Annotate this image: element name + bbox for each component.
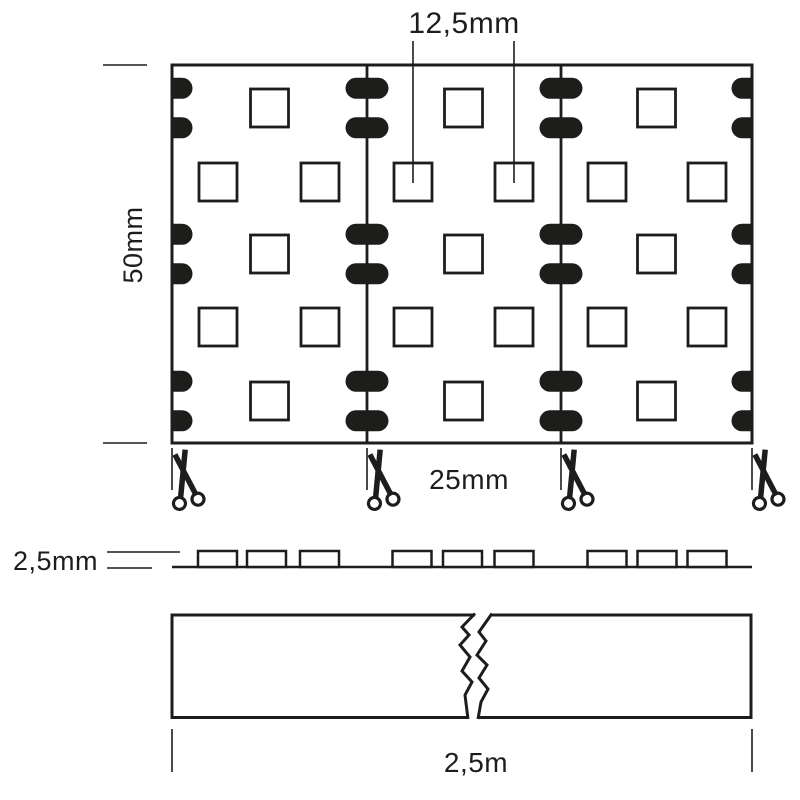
scissors-handle bbox=[579, 491, 595, 507]
scissors-handle bbox=[171, 495, 188, 512]
solder-pad-half bbox=[172, 223, 193, 245]
profile-led bbox=[298, 549, 341, 569]
dimension-reel-length: 2,5m bbox=[171, 729, 753, 778]
solder-pad bbox=[345, 370, 389, 392]
scissors-blade bbox=[172, 453, 199, 497]
scissors-blade bbox=[561, 453, 588, 497]
led-chip bbox=[443, 380, 484, 422]
profile-led bbox=[441, 549, 484, 569]
dimension-label-reel-length: 2,5m bbox=[444, 747, 508, 778]
break-zigzag-left bbox=[458, 612, 477, 720]
profile-led bbox=[391, 549, 433, 569]
solder-pad bbox=[539, 263, 583, 285]
scissors-icon bbox=[560, 449, 595, 512]
solder-pad bbox=[345, 117, 389, 139]
reel-outline-right bbox=[478, 613, 753, 719]
profile-led bbox=[686, 549, 728, 569]
dimension-label-led-pitch: 12,5mm bbox=[408, 7, 519, 40]
led-chip bbox=[299, 306, 341, 348]
dimension-strip-width: 50mm bbox=[103, 64, 148, 444]
led-chip bbox=[249, 380, 290, 422]
solder-pad bbox=[345, 263, 389, 285]
scissors-blade bbox=[752, 453, 779, 497]
led-chip bbox=[392, 306, 434, 348]
profile-led bbox=[586, 549, 628, 569]
scissors-handle bbox=[385, 491, 401, 507]
solder-pad-half bbox=[731, 77, 752, 99]
cut-indicators bbox=[171, 448, 786, 512]
led-chip bbox=[197, 306, 239, 348]
dimension-label-strip-thickness: 2,5mm bbox=[13, 546, 98, 576]
strip-side-view: 2,5mm bbox=[13, 546, 752, 576]
led-chip bbox=[586, 161, 628, 203]
led-chip bbox=[249, 233, 290, 275]
profile-leds bbox=[196, 549, 728, 569]
solder-pad-half bbox=[172, 77, 193, 99]
solder-pad-half bbox=[172, 410, 193, 432]
led-chip bbox=[636, 380, 677, 422]
led-chip bbox=[636, 233, 677, 275]
solder-pad bbox=[345, 77, 389, 99]
led-chip bbox=[299, 161, 341, 203]
scissors-handle bbox=[366, 495, 383, 512]
scissors-handle bbox=[190, 491, 206, 507]
scissors-handle bbox=[560, 495, 577, 512]
solder-pad-half bbox=[731, 117, 752, 139]
solder-pad-half bbox=[172, 263, 193, 285]
break-zigzag-right bbox=[475, 612, 494, 720]
led-chip bbox=[197, 161, 239, 203]
scissors-icon bbox=[171, 449, 206, 512]
solder-pads bbox=[172, 77, 752, 432]
profile-led bbox=[196, 549, 239, 569]
solder-pad bbox=[539, 410, 583, 432]
led-strip-top-view bbox=[170, 63, 754, 445]
solder-pad bbox=[539, 223, 583, 245]
led-chip bbox=[586, 306, 628, 348]
dimension-segment-length: 25mm bbox=[429, 464, 509, 495]
solder-pad bbox=[539, 77, 583, 99]
reel-outline-left bbox=[170, 613, 475, 719]
led-chip bbox=[686, 161, 728, 203]
led-chips bbox=[197, 87, 728, 422]
solder-pad-half bbox=[731, 370, 752, 392]
solder-pad-half bbox=[731, 410, 752, 432]
solder-pad bbox=[539, 117, 583, 139]
profile-led bbox=[493, 549, 535, 569]
led-chip bbox=[493, 306, 535, 348]
solder-pad-half bbox=[172, 370, 193, 392]
led-chip bbox=[443, 233, 484, 275]
led-chip bbox=[443, 87, 484, 129]
solder-pad bbox=[345, 223, 389, 245]
profile-led bbox=[636, 549, 678, 569]
dimension-label-segment-length: 25mm bbox=[429, 464, 509, 495]
scissors-handle bbox=[751, 495, 768, 512]
profile-led bbox=[245, 549, 288, 569]
dimension-strip-thickness: 2,5mm bbox=[13, 546, 180, 576]
reel-length-view: 2,5m bbox=[170, 612, 753, 778]
solder-pad-half bbox=[731, 223, 752, 245]
dimension-label-strip-width: 50mm bbox=[118, 206, 148, 283]
dimension-led-pitch: 12,5mm bbox=[408, 7, 519, 183]
solder-pad-half bbox=[731, 263, 752, 285]
scissors-icon bbox=[366, 449, 401, 512]
scissors-icon bbox=[751, 449, 786, 512]
solder-pad bbox=[345, 410, 389, 432]
solder-pad bbox=[539, 370, 583, 392]
led-chip bbox=[686, 306, 728, 348]
led-chip bbox=[636, 87, 677, 129]
scissors-blade bbox=[367, 453, 394, 497]
solder-pad-half bbox=[172, 117, 193, 139]
scissors-handle bbox=[770, 491, 786, 507]
led-chip bbox=[249, 87, 290, 129]
